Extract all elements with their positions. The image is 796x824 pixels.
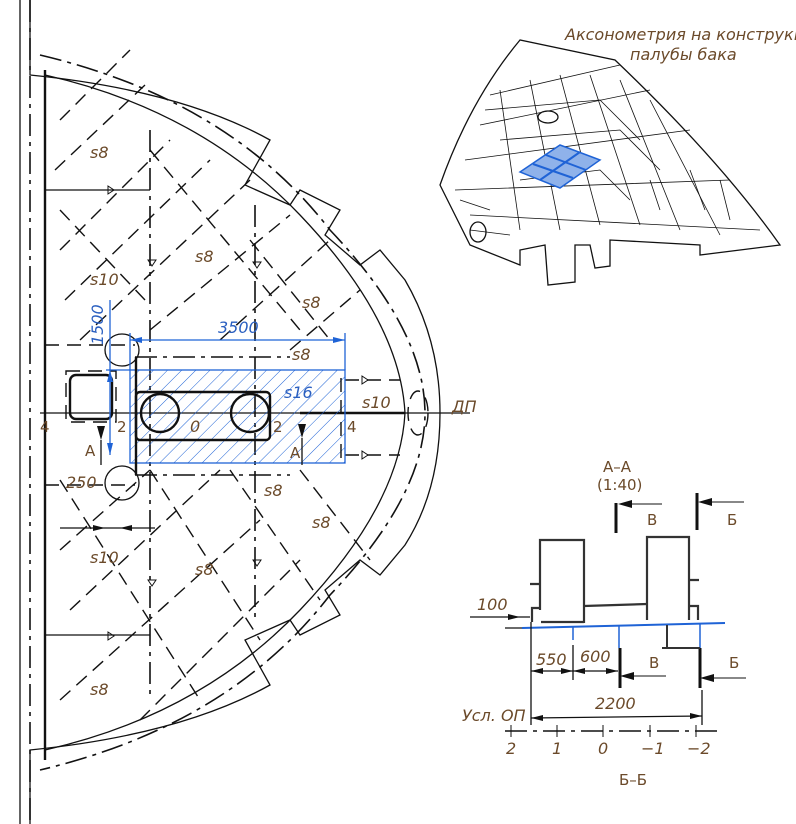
cut-label: В: [647, 511, 657, 529]
section-aa: A–A (1:40) В Б В Б: [462, 458, 746, 789]
axis-tick-label: −1: [641, 739, 665, 758]
axonometry-opening: [537, 110, 559, 124]
axis-tick-label: −2: [687, 739, 711, 758]
thickness-label: s8: [90, 680, 109, 699]
deck-plate-line: [521, 622, 726, 629]
frame-mark: 2: [273, 418, 283, 436]
thickness-label: s8: [195, 560, 214, 579]
dim-2200-line: [530, 715, 703, 719]
thickness-label: s10: [90, 270, 119, 289]
opening-ellipse: [104, 465, 140, 501]
thickness-label: s8: [264, 481, 283, 500]
frame-mark: 0: [190, 417, 200, 436]
thickness-label: s8: [302, 293, 321, 312]
girder: [662, 625, 700, 649]
deck-plan: s8 s8 s10 s8 s8 s16 s10 s8 s8 s10 s8 s8 …: [19, 0, 477, 824]
hatch-box-outline: [65, 370, 117, 423]
dimension-2200: 2200: [595, 694, 636, 713]
bollard-circle: [139, 392, 181, 434]
section-mark: A: [85, 442, 96, 460]
thickness-label: s8: [90, 143, 109, 162]
axonometry-outline: [439, 39, 782, 286]
axis-tick-label: 1: [552, 739, 562, 758]
frame-mark: 4: [347, 418, 357, 436]
section-title: A–A: [603, 458, 632, 476]
baseline-label: Усл. ОП: [462, 706, 526, 725]
axis-tick-label: 2: [506, 739, 516, 758]
section-scale: (1:40): [597, 476, 642, 494]
cut-label: В: [649, 654, 659, 672]
dimension-250: 250: [66, 473, 97, 492]
hawse-ellipse: [407, 390, 429, 436]
inner-curve: [39, 54, 426, 771]
thickness-label: s8: [195, 247, 214, 266]
hatch-box: [68, 373, 114, 421]
axonometry-structure: [454, 64, 761, 236]
axonometry-title: палубы бака: [630, 45, 737, 64]
axis-tick-label: 0: [598, 739, 608, 758]
dimension-3500: 3500: [218, 318, 259, 337]
section-mark: A: [290, 444, 301, 462]
axonometry-view: Аксонометрия на конструкцию палубы бака: [439, 25, 796, 286]
foundation-section: [530, 535, 700, 624]
axonometry-highlight: [518, 144, 602, 189]
frame-mark: 2: [117, 418, 127, 436]
dimension-100: 100: [477, 595, 508, 614]
stiffener-arrows: [107, 185, 369, 641]
thickness-label: s10: [362, 393, 391, 412]
axis-ticks: [510, 725, 697, 737]
dimension-lines: [106, 300, 346, 455]
cut-label: Б: [729, 654, 739, 672]
centerline-label: ДП: [451, 397, 477, 416]
dimension-600: 600: [580, 647, 611, 666]
axonometry-opening: [469, 221, 487, 243]
thickness-label: s8: [312, 513, 331, 532]
axonometry-title: Аксонометрия на конструкцию: [564, 25, 796, 44]
deck-stiffeners: [572, 624, 701, 648]
cut-marks: [614, 493, 702, 688]
bollard-circle: [229, 392, 271, 434]
frame-mark: 4: [40, 418, 50, 436]
section-subtitle: Б–Б: [619, 771, 647, 789]
diagonal-stiffeners: [54, 49, 371, 721]
thickness-label: s10: [90, 548, 119, 567]
opening-ellipse: [104, 333, 140, 367]
cut-label: Б: [727, 511, 737, 529]
dimension-550: 550: [536, 650, 567, 669]
reinforcement-plate-s16: [129, 369, 346, 464]
thickness-label: s8: [292, 345, 311, 364]
thickness-label: s16: [284, 383, 313, 402]
dimension-1500: 1500: [88, 304, 107, 345]
